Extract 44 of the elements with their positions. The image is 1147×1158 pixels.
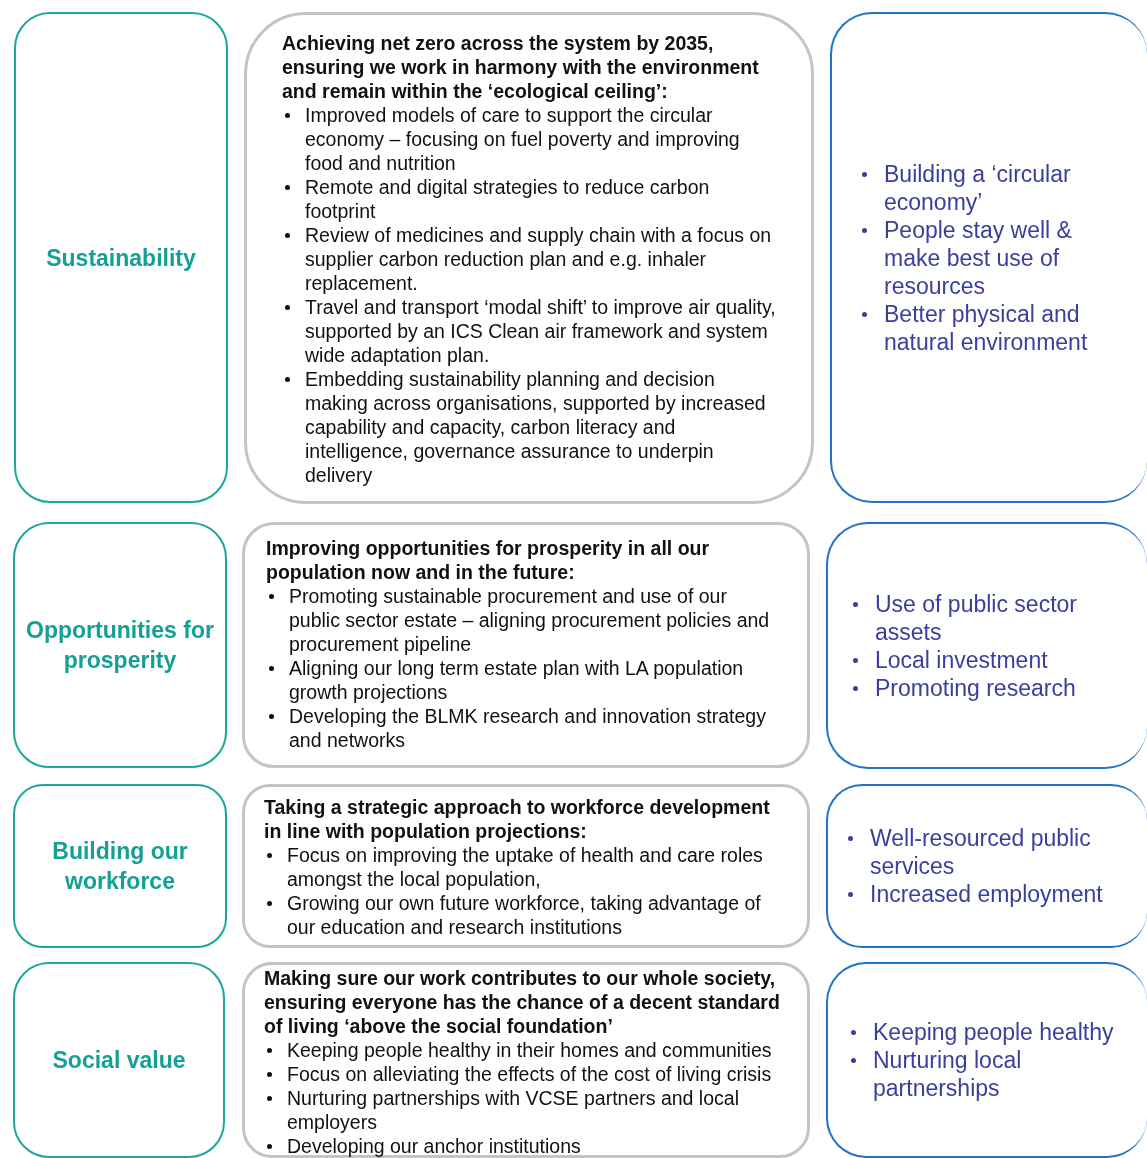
outcome-item: Keeping people healthy [851, 1018, 1117, 1046]
category-box [13, 962, 225, 1158]
outcome-box [826, 522, 1147, 769]
bullet-item: Focus on improving the uptake of health and care roles amongst the local population, [264, 843, 787, 891]
description-heading: Achieving net zero across the system by 2035, ensuring we work in harmony with the environment and remain within the ‘ecological ceiling’: [282, 31, 760, 103]
outcome-box [830, 12, 1147, 503]
description-heading: Taking a strategic approach to workforce development in line with population projections: [264, 795, 771, 843]
bullet-item: Keeping people healthy in their homes and communities [264, 1038, 787, 1062]
bullet-item: Nurturing partnerships with VCSE partners and local employers [264, 1086, 787, 1134]
bullet-item: Focus on alleviating the effects of the cost of living crisis [264, 1062, 787, 1086]
category-box [13, 522, 227, 768]
outcome-item: Promoting research [853, 673, 1087, 702]
outcome-box [826, 784, 1147, 948]
bullet-item: Improved models of care to support the circular economy – focusing on fuel poverty and improving food and nutrition [282, 103, 782, 175]
description-box [242, 784, 810, 948]
outcome-item: Nurturing local partnerships [851, 1046, 1117, 1102]
category-label: Building our workforce [51, 837, 189, 896]
bullet-item: Promoting sustainable procurement and use of our public sector estate – aligning procurement policies and procurement pipeline [266, 584, 782, 656]
bullet-item: Remote and digital strategies to reduce carbon footprint [282, 175, 782, 223]
description-box [242, 962, 810, 1158]
category-label: Opportunities for prosperity [25, 616, 215, 675]
outcome-item: People stay well & make best use of resources [862, 215, 1107, 300]
category-label: Social value [52, 1046, 186, 1075]
outcome-item: Increased employment [848, 880, 1112, 908]
outcome-box [826, 962, 1147, 1158]
bullet-item: Embedding sustainability planning and decision making across organisations, supported by increased capability and capacity, carbon literacy and intelligence, governance assurance to underpin delivery [282, 367, 782, 487]
category-box [14, 12, 228, 503]
description-heading: Making sure our work contributes to our whole society, ensuring everyone has the chance of a decent standard of living ‘above the social foundation’ [264, 966, 781, 1038]
description-heading: Improving opportunities for prosperity in all our population now and in the future: [266, 536, 711, 584]
category-box [13, 784, 227, 948]
outcome-item: Use of public sector assets [853, 589, 1087, 646]
description-box [242, 522, 810, 768]
outcome-item: Building a ‘circular economy’ [862, 159, 1107, 216]
outcome-item: Local investment [853, 645, 1087, 674]
category-label: Sustainability [46, 243, 196, 273]
outcome-item: Well-resourced public services [848, 824, 1112, 880]
bullet-item: Growing our own future workforce, taking advantage of our education and research institutions [264, 891, 787, 939]
bullet-item: Developing the BLMK research and innovation strategy and networks [266, 704, 782, 752]
bullet-item: Travel and transport ‘modal shift’ to improve air quality, supported by an ICS Clean air framework and system wide adaptation plan. [282, 295, 782, 367]
bullet-item: Developing our anchor institutions [264, 1134, 787, 1158]
description-box [244, 12, 814, 504]
bullet-item: Aligning our long term estate plan with LA population growth projections [266, 656, 782, 704]
outcome-item: Better physical and natural environment [862, 299, 1107, 356]
bullet-item: Review of medicines and supply chain with a focus on supplier carbon reduction plan and e.g. inhaler replacement. [282, 223, 782, 295]
